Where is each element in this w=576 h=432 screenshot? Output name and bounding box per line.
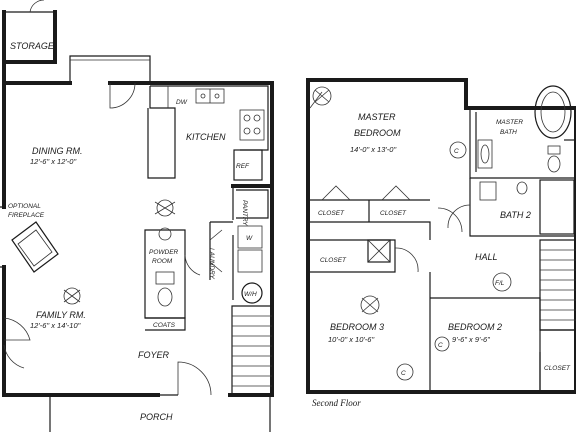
fireplace-area: OPTIONAL FIREPLACE (8, 203, 59, 273)
master-closets: CLOSET CLOSET (308, 185, 431, 240)
master-bedroom-size: 14'-0" x 13'-0" (350, 145, 396, 154)
bedroom-2-fixture-symbol: C (438, 342, 443, 349)
pantry-label: PANTRY (241, 200, 248, 226)
first-floor-stairs (231, 305, 273, 396)
powder-room-label-line-2: ROOM (152, 258, 173, 265)
kitchen-counters: DW REF KITCHEN (147, 85, 269, 181)
bedroom-3-size: 10'-0" x 10'-6" (328, 335, 374, 344)
hall-closets: CLOSET (308, 239, 419, 273)
dining-room-size: 12'-6" x 12'-0" (30, 157, 76, 166)
foyer: FOYER (138, 350, 212, 396)
second-floor-stairs (539, 239, 576, 331)
second-floor-caption: Second Floor (312, 398, 361, 408)
master-bath-label-line-1: MASTER (496, 119, 523, 126)
bedroom-2-fan-light-symbol: F/L (495, 280, 505, 287)
hall: HALL (437, 207, 498, 262)
first-floor-walls (0, 55, 274, 397)
second-floor: MASTER BEDROOM 14'-0" x 13'-0" MASTER BA… (306, 78, 576, 408)
kitchen-label: KITCHEN (186, 132, 226, 142)
master-bedroom-label-line-1: MASTER (358, 112, 396, 122)
hall-label: HALL (475, 252, 498, 262)
closet-1-label: CLOSET (318, 210, 345, 217)
master-bedroom: MASTER BEDROOM 14'-0" x 13'-0" (309, 86, 401, 154)
bedroom-3-fixture-symbol: C (401, 370, 406, 377)
master-bath-label-line-2: BATH (500, 129, 517, 136)
master-bath-fixture-symbol: C (454, 148, 459, 155)
bedroom-3: BEDROOM 3 10'-0" x 10'-6" C (328, 272, 431, 392)
fireplace-label-line-1: OPTIONAL (8, 203, 41, 210)
first-floor-partitions: PANTRY W LAUNDRY W/H (144, 184, 274, 396)
porch: PORCH (49, 395, 271, 432)
bedroom-2-label: BEDROOM 2 (448, 322, 502, 332)
master-bedroom-label-line-2: BEDROOM (354, 128, 401, 138)
ceiling-fan-symbol (156, 199, 174, 217)
bath-2-label: BATH 2 (500, 210, 531, 220)
coat-closet-label: COATS (153, 322, 176, 329)
bedroom-2-size: 9'-6" x 9'-6" (452, 335, 490, 344)
first-floor: STORAGE (0, 0, 274, 432)
dining-room: DINING RM. 12'-6" x 12'-0" (30, 146, 83, 166)
storage-room: STORAGE (2, 0, 57, 64)
bedroom-2: BEDROOM 2 9'-6" x 9'-6" F/L C CLOSET (430, 272, 576, 392)
refrigerator-label: REF (236, 163, 250, 170)
foyer-label: FOYER (138, 350, 170, 360)
closet-2-label: CLOSET (380, 210, 407, 217)
closet-4-label: CLOSET (544, 365, 571, 372)
bath-2: BATH 2 (447, 178, 576, 237)
closet-3-label: CLOSET (320, 257, 347, 264)
dishwasher-label: DW (176, 99, 188, 106)
family-room-label: FAMILY RM. (36, 310, 86, 320)
second-floor-walls (306, 78, 576, 394)
storage-label: STORAGE (10, 41, 55, 51)
family-room: FAMILY RM. 12'-6" x 14'-10" (3, 287, 86, 369)
fireplace-label-line-2: FIREPLACE (8, 212, 45, 219)
powder-room-label-line-1: POWDER (149, 249, 179, 256)
master-bath: MASTER BATH C (449, 85, 576, 179)
porch-label: PORCH (140, 412, 173, 422)
dining-room-label: DINING RM. (32, 146, 83, 156)
washer-label: W (246, 235, 253, 242)
water-heater-label: W/H (244, 291, 257, 298)
bedroom-3-label: BEDROOM 3 (330, 322, 384, 332)
family-room-size: 12'-6" x 14'-10" (30, 321, 81, 330)
